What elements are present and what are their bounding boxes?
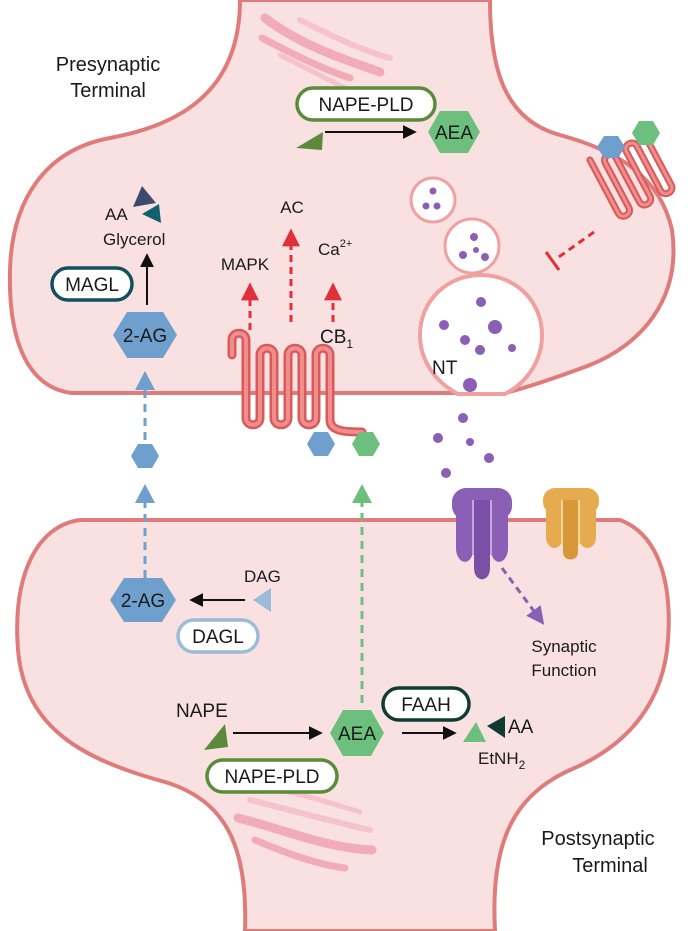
aea-hex-cleft-cb1 — [352, 432, 380, 456]
nape-pld-pre-pill — [295, 86, 437, 122]
nape-triangle-pre — [296, 132, 323, 150]
cb1-receptor — [227, 328, 367, 437]
aea-hex-post — [330, 710, 384, 756]
etnh-label: EtNH2 — [478, 749, 526, 772]
vesicle-medium — [443, 217, 501, 275]
cb1-label: CB1 — [320, 327, 353, 351]
glycerol-pre-label: Glycerol — [103, 230, 165, 249]
vesicle-fusing — [417, 272, 545, 396]
faah-label: FAAH — [401, 695, 451, 716]
ca-label: Ca2+ — [318, 238, 352, 259]
aa-post-label: AA — [508, 717, 534, 738]
dagl-label: DAGL — [192, 627, 244, 648]
ionotropic-receptor-orange — [543, 488, 599, 560]
nape-pld-post-pill — [205, 758, 339, 794]
synaptic-function-line2: Function — [531, 661, 596, 680]
aea-arrowhead — [352, 484, 372, 503]
pre-title-line2: Terminal — [70, 80, 146, 102]
nape-pld-post-label: NAPE-PLD — [224, 767, 319, 788]
nt-label: NT — [432, 358, 458, 379]
ionotropic-receptor-purple — [452, 488, 512, 580]
inhibition-line — [555, 230, 595, 261]
nape-pld-pre-label: NAPE-PLD — [318, 95, 413, 116]
aea-hex-pre — [428, 111, 480, 153]
magl-pill — [50, 266, 134, 302]
gpcr-receptor-right — [586, 137, 676, 220]
nape-triangle-post — [204, 724, 228, 750]
aa-triangle-pre — [133, 186, 156, 207]
post-title-line2: Terminal — [572, 855, 648, 877]
dag-triangle — [253, 588, 271, 612]
mitochondrion-pre — [258, 13, 393, 91]
2ag-arrowhead-lower — [135, 484, 155, 503]
2ag-pre-label: 2-AG — [123, 326, 167, 347]
mitochondrion-post — [233, 787, 377, 872]
2ag-hex-post — [110, 578, 176, 622]
synaptic-function-line1: Synaptic — [531, 637, 597, 656]
glycerol-triangle-pre — [142, 204, 161, 223]
2ag-arrowhead-upper — [135, 371, 155, 390]
magl-label: MAGL — [65, 275, 119, 296]
aa-pre-label: AA — [105, 205, 128, 224]
mapk-label: MAPK — [221, 255, 270, 274]
2ag-hex-cleft — [131, 444, 159, 468]
pre-title-line1: Presynaptic — [56, 54, 161, 76]
aa-triangle-post — [487, 716, 505, 738]
faah-pill — [381, 686, 471, 722]
nape-post-label: NAPE — [176, 701, 228, 722]
aea-pre-label: AEA — [435, 123, 473, 144]
2ag-post-label: 2-AG — [121, 591, 165, 612]
aea-hex-right — [632, 121, 660, 145]
inhibition-bar — [544, 251, 561, 271]
aea-post-label: AEA — [338, 724, 376, 745]
ac-label: AC — [280, 198, 304, 217]
released-neurotransmitters — [433, 413, 494, 478]
post-title-line1: Postsynaptic — [541, 828, 654, 850]
etnh-triangle — [463, 722, 486, 742]
2ag-hex-right — [597, 136, 625, 158]
vesicle-small — [409, 176, 457, 224]
2ag-hex-cleft-cb1 — [307, 432, 335, 456]
dagl-pill — [176, 618, 260, 654]
dag-label: DAG — [244, 567, 281, 586]
2ag-hex-pre — [113, 312, 177, 358]
